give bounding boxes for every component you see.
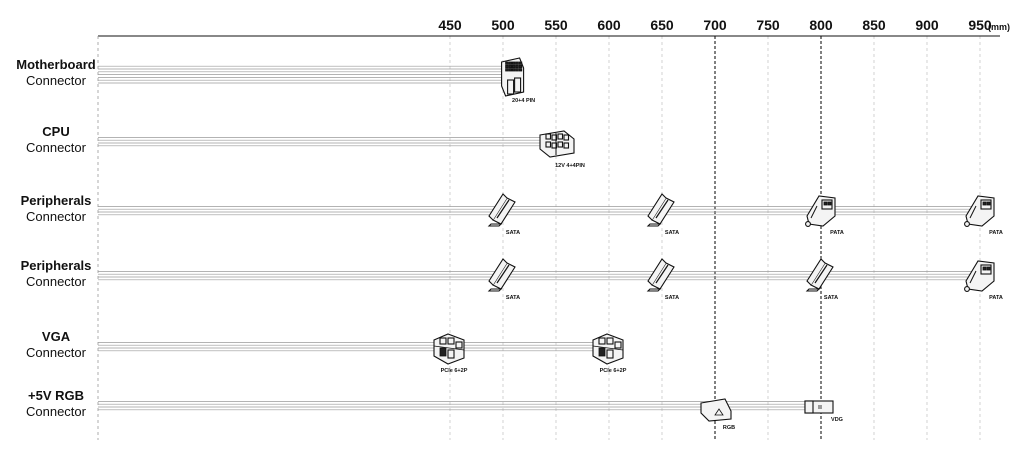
row-subtitle: Connector: [26, 345, 87, 360]
cable-bundle: [98, 206, 980, 216]
sata-connector-icon: [487, 193, 516, 227]
cable-bundle: [98, 271, 980, 281]
sata-connector-icon: [487, 258, 516, 292]
connector-label: PATA: [989, 230, 1003, 236]
connector-label: SATA: [665, 230, 679, 236]
tick-label-750: 750: [756, 17, 780, 33]
connector-label: PATA: [830, 230, 844, 236]
row-title: +5V RGB: [28, 388, 84, 403]
pcie-connector-icon: [433, 333, 465, 365]
pata-connector-icon: [964, 195, 995, 227]
connector-label: PCIe 6+2P: [600, 368, 627, 374]
row-title: Motherboard: [16, 57, 96, 72]
tick-label-850: 850: [862, 17, 886, 33]
row-title: Peripherals: [21, 193, 92, 208]
rgb-connector-icon: [700, 398, 732, 422]
row-title: CPU: [42, 124, 69, 139]
connector-label: PCIe 6+2P: [441, 368, 468, 374]
connector-label: SATA: [506, 295, 520, 301]
axis-unit: (mm): [988, 22, 1010, 32]
tick-label-900: 900: [915, 17, 939, 33]
connector-label: VDG: [831, 417, 843, 423]
sata-connector-icon: [646, 258, 675, 292]
tick-label-450: 450: [438, 17, 462, 33]
tick-label-950: 950: [968, 17, 992, 33]
connector-label: SATA: [824, 295, 838, 301]
vdg-connector-icon: [804, 400, 834, 414]
cable-bundle: [98, 65, 514, 84]
pata-connector-icon: [964, 260, 995, 292]
tick-label-500: 500: [491, 17, 515, 33]
grid-lines: [449, 36, 981, 440]
row-title: Peripherals: [21, 258, 92, 273]
row-subtitle: Connector: [26, 404, 87, 419]
row-subtitle: Connector: [26, 209, 87, 224]
atx24-connector-icon: [501, 57, 525, 97]
sata-connector-icon: [646, 193, 675, 227]
row-subtitle: Connector: [26, 274, 87, 289]
tick-label-550: 550: [544, 17, 568, 33]
connector-label: 12V 4+4PIN: [555, 163, 585, 169]
tick-label-600: 600: [597, 17, 621, 33]
row-subtitle: Connector: [26, 73, 87, 88]
connector-label: 20+4 PIN: [512, 98, 535, 104]
row-title: VGA: [42, 329, 71, 344]
length-axis: 450 500 550 600 650 700 750 800 850 900 950(mm): [97, 17, 1010, 440]
connector-label: RGB: [723, 425, 735, 431]
row-subtitle: Connector: [26, 140, 87, 155]
tick-label-700: 700: [703, 17, 727, 33]
sata-connector-icon: [805, 258, 834, 292]
pata-connector-icon: [805, 195, 836, 227]
connector-label: SATA: [506, 230, 520, 236]
connector-label: PATA: [989, 295, 1003, 301]
cable-bundle: [98, 137, 556, 147]
eps8-connector-icon: [539, 130, 575, 158]
cable-bundle: [98, 342, 609, 352]
pcie-connector-icon: [592, 333, 624, 365]
tick-label-650: 650: [650, 17, 674, 33]
tick-label-800: 800: [809, 17, 833, 33]
connector-label: SATA: [665, 295, 679, 301]
